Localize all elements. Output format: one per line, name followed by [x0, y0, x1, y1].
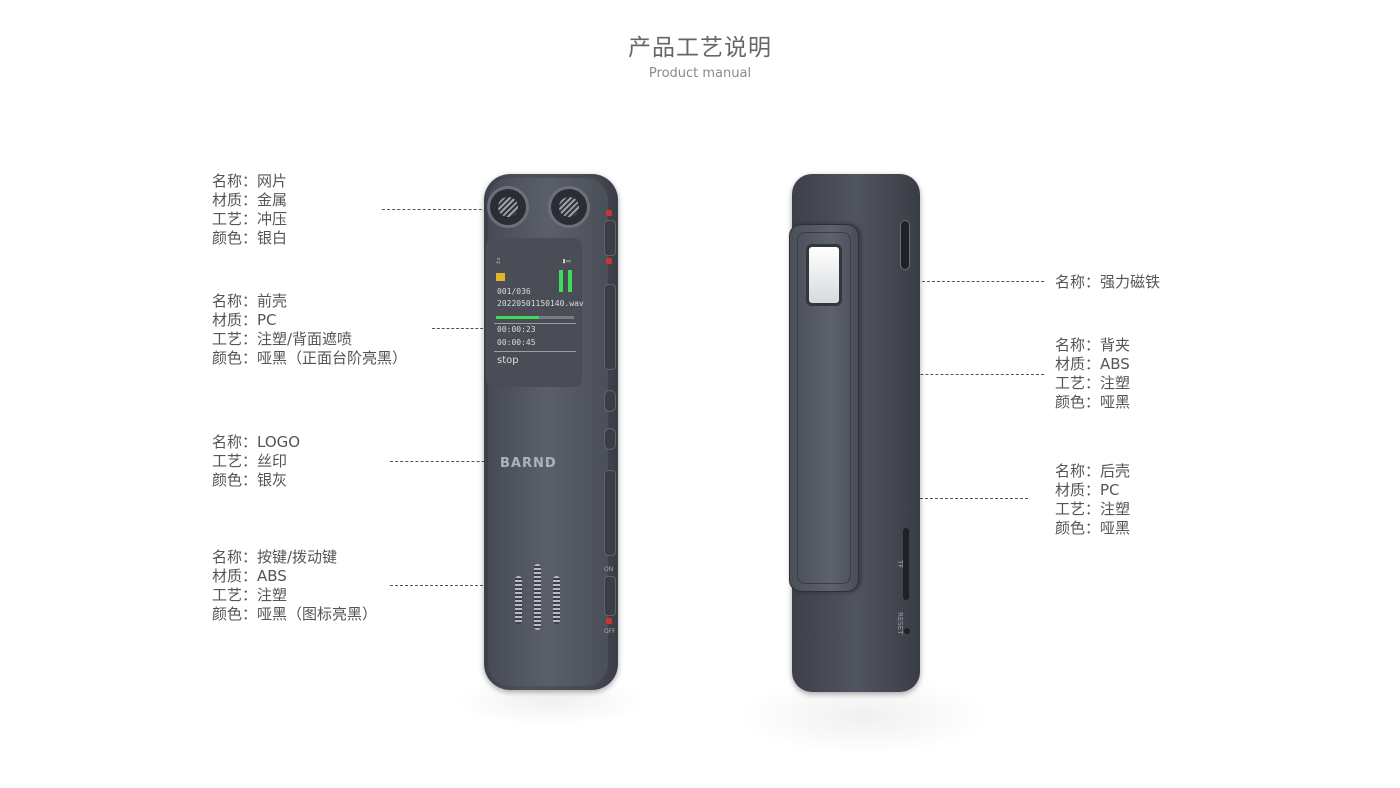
- spec-line: 颜色：银白: [212, 229, 288, 247]
- spec-line: 名称：按键/拨动键: [212, 548, 338, 566]
- usb-c-port[interactable]: [900, 220, 910, 270]
- leader-line: [818, 281, 1044, 282]
- spec-line: 颜色：哑黑: [1055, 393, 1131, 411]
- pause-bar-left: [559, 270, 563, 292]
- spec-line: 材质：ABS: [1055, 355, 1130, 373]
- play-button[interactable]: [604, 428, 616, 450]
- spec-line: 工艺：丝印: [212, 452, 288, 470]
- leader-line: [432, 328, 488, 329]
- spec-line: 名称：背夹: [1055, 336, 1131, 354]
- spec-line: 名称：网片: [212, 172, 288, 190]
- spec-front-shell: 名称：前壳 材质：PC 工艺：注塑/背面遮喷 颜色：哑黑（正面台阶亮黑）: [212, 292, 407, 368]
- magnet: [806, 244, 842, 306]
- volume-rocker[interactable]: [604, 470, 616, 556]
- back-clip-inner-edge: [797, 232, 851, 584]
- file-name: 20220501150140.wav: [497, 299, 584, 308]
- leader-line: [850, 374, 1044, 375]
- spec-line: 工艺：冲压: [212, 210, 288, 228]
- brand-logo: BARND: [500, 456, 557, 471]
- speaker-grille: [534, 564, 541, 630]
- folder-icon: [496, 273, 505, 281]
- spec-logo: 名称：LOGO 工艺：丝印 颜色：银灰: [212, 433, 300, 490]
- mic-mesh-left: [487, 186, 529, 228]
- battery-icon: ▮▭: [562, 257, 571, 265]
- power-switch[interactable]: [604, 576, 616, 616]
- spec-buttons: 名称：按键/拨动键 材质：ABS 工艺：注塑 颜色：哑黑（图标亮黑）: [212, 548, 377, 624]
- speaker-grille: [553, 576, 560, 624]
- mic-mesh-right: [548, 186, 590, 228]
- elapsed-time: 00:00:23: [497, 325, 536, 334]
- spec-line: 名称：LOGO: [212, 433, 301, 451]
- reset-label: RESET: [896, 612, 904, 635]
- spec-line: 材质：ABS: [212, 567, 287, 585]
- record-indicator: [606, 210, 612, 216]
- spec-line: 工艺：注塑: [212, 586, 288, 604]
- power-indicator: [606, 618, 612, 624]
- speaker-grille: [515, 576, 522, 624]
- power-on-label: ON: [604, 566, 614, 573]
- leader-line: [390, 461, 500, 462]
- spec-line: 颜色：哑黑（正面台阶亮黑）: [212, 349, 408, 367]
- pause-bar-right: [568, 270, 572, 292]
- record-button[interactable]: [604, 220, 616, 256]
- spec-back-shell: 名称：后壳 材质：PC 工艺：注塑 颜色：哑黑: [1055, 462, 1130, 538]
- spec-line: 工艺：注塑: [1055, 500, 1131, 518]
- spec-line: 名称：后壳: [1055, 462, 1131, 480]
- power-off-label: OFF: [604, 628, 616, 635]
- spec-line: 材质：PC: [212, 311, 277, 329]
- spec-line: 材质：金属: [212, 191, 288, 209]
- recording-progress: [496, 316, 574, 319]
- spec-line: 颜色：哑黑（图标亮黑）: [212, 605, 378, 623]
- file-counter: 001/036: [497, 287, 531, 296]
- spec-line: 名称：强力磁铁: [1055, 273, 1161, 291]
- spec-line: 工艺：注塑: [1055, 374, 1131, 392]
- leader-line: [850, 498, 1028, 499]
- spec-back-clip: 名称：背夹 材质：ABS 工艺：注塑 颜色：哑黑: [1055, 336, 1130, 412]
- progress-fill: [496, 316, 539, 319]
- record-indicator: [606, 258, 612, 264]
- spec-magnet: 名称：强力磁铁: [1055, 273, 1160, 292]
- total-time: 00:00:45: [497, 338, 536, 347]
- tf-card-slot[interactable]: [903, 528, 909, 600]
- spec-line: 名称：前壳: [212, 292, 288, 310]
- spec-line: 颜色：哑黑: [1055, 519, 1131, 537]
- spec-line: 材质：PC: [1055, 481, 1120, 499]
- page-title: 产品工艺说明: [628, 35, 772, 61]
- leader-line: [382, 209, 492, 210]
- screen-divider: [494, 351, 576, 352]
- page-subtitle: Product manual: [648, 66, 752, 81]
- spec-line: 工艺：注塑/背面遮喷: [212, 330, 353, 348]
- menu-button[interactable]: [604, 390, 616, 412]
- tf-label: TF: [896, 560, 904, 569]
- nav-up-down-button[interactable]: [604, 284, 616, 370]
- spec-line: 颜色：银灰: [212, 471, 288, 489]
- mic-status-icon: ♫: [496, 257, 501, 265]
- screen-divider: [494, 323, 576, 324]
- reset-button[interactable]: [904, 628, 910, 634]
- status-text: stop: [497, 355, 519, 366]
- recorder-screen: [486, 238, 582, 387]
- spec-mesh: 名称：网片 材质：金属 工艺：冲压 颜色：银白: [212, 172, 287, 248]
